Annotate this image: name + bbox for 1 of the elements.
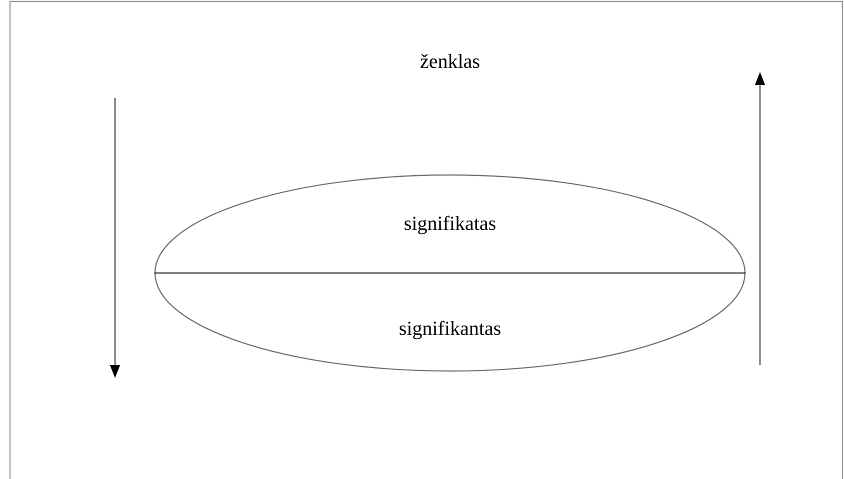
title: ženklas: [420, 54, 480, 68]
